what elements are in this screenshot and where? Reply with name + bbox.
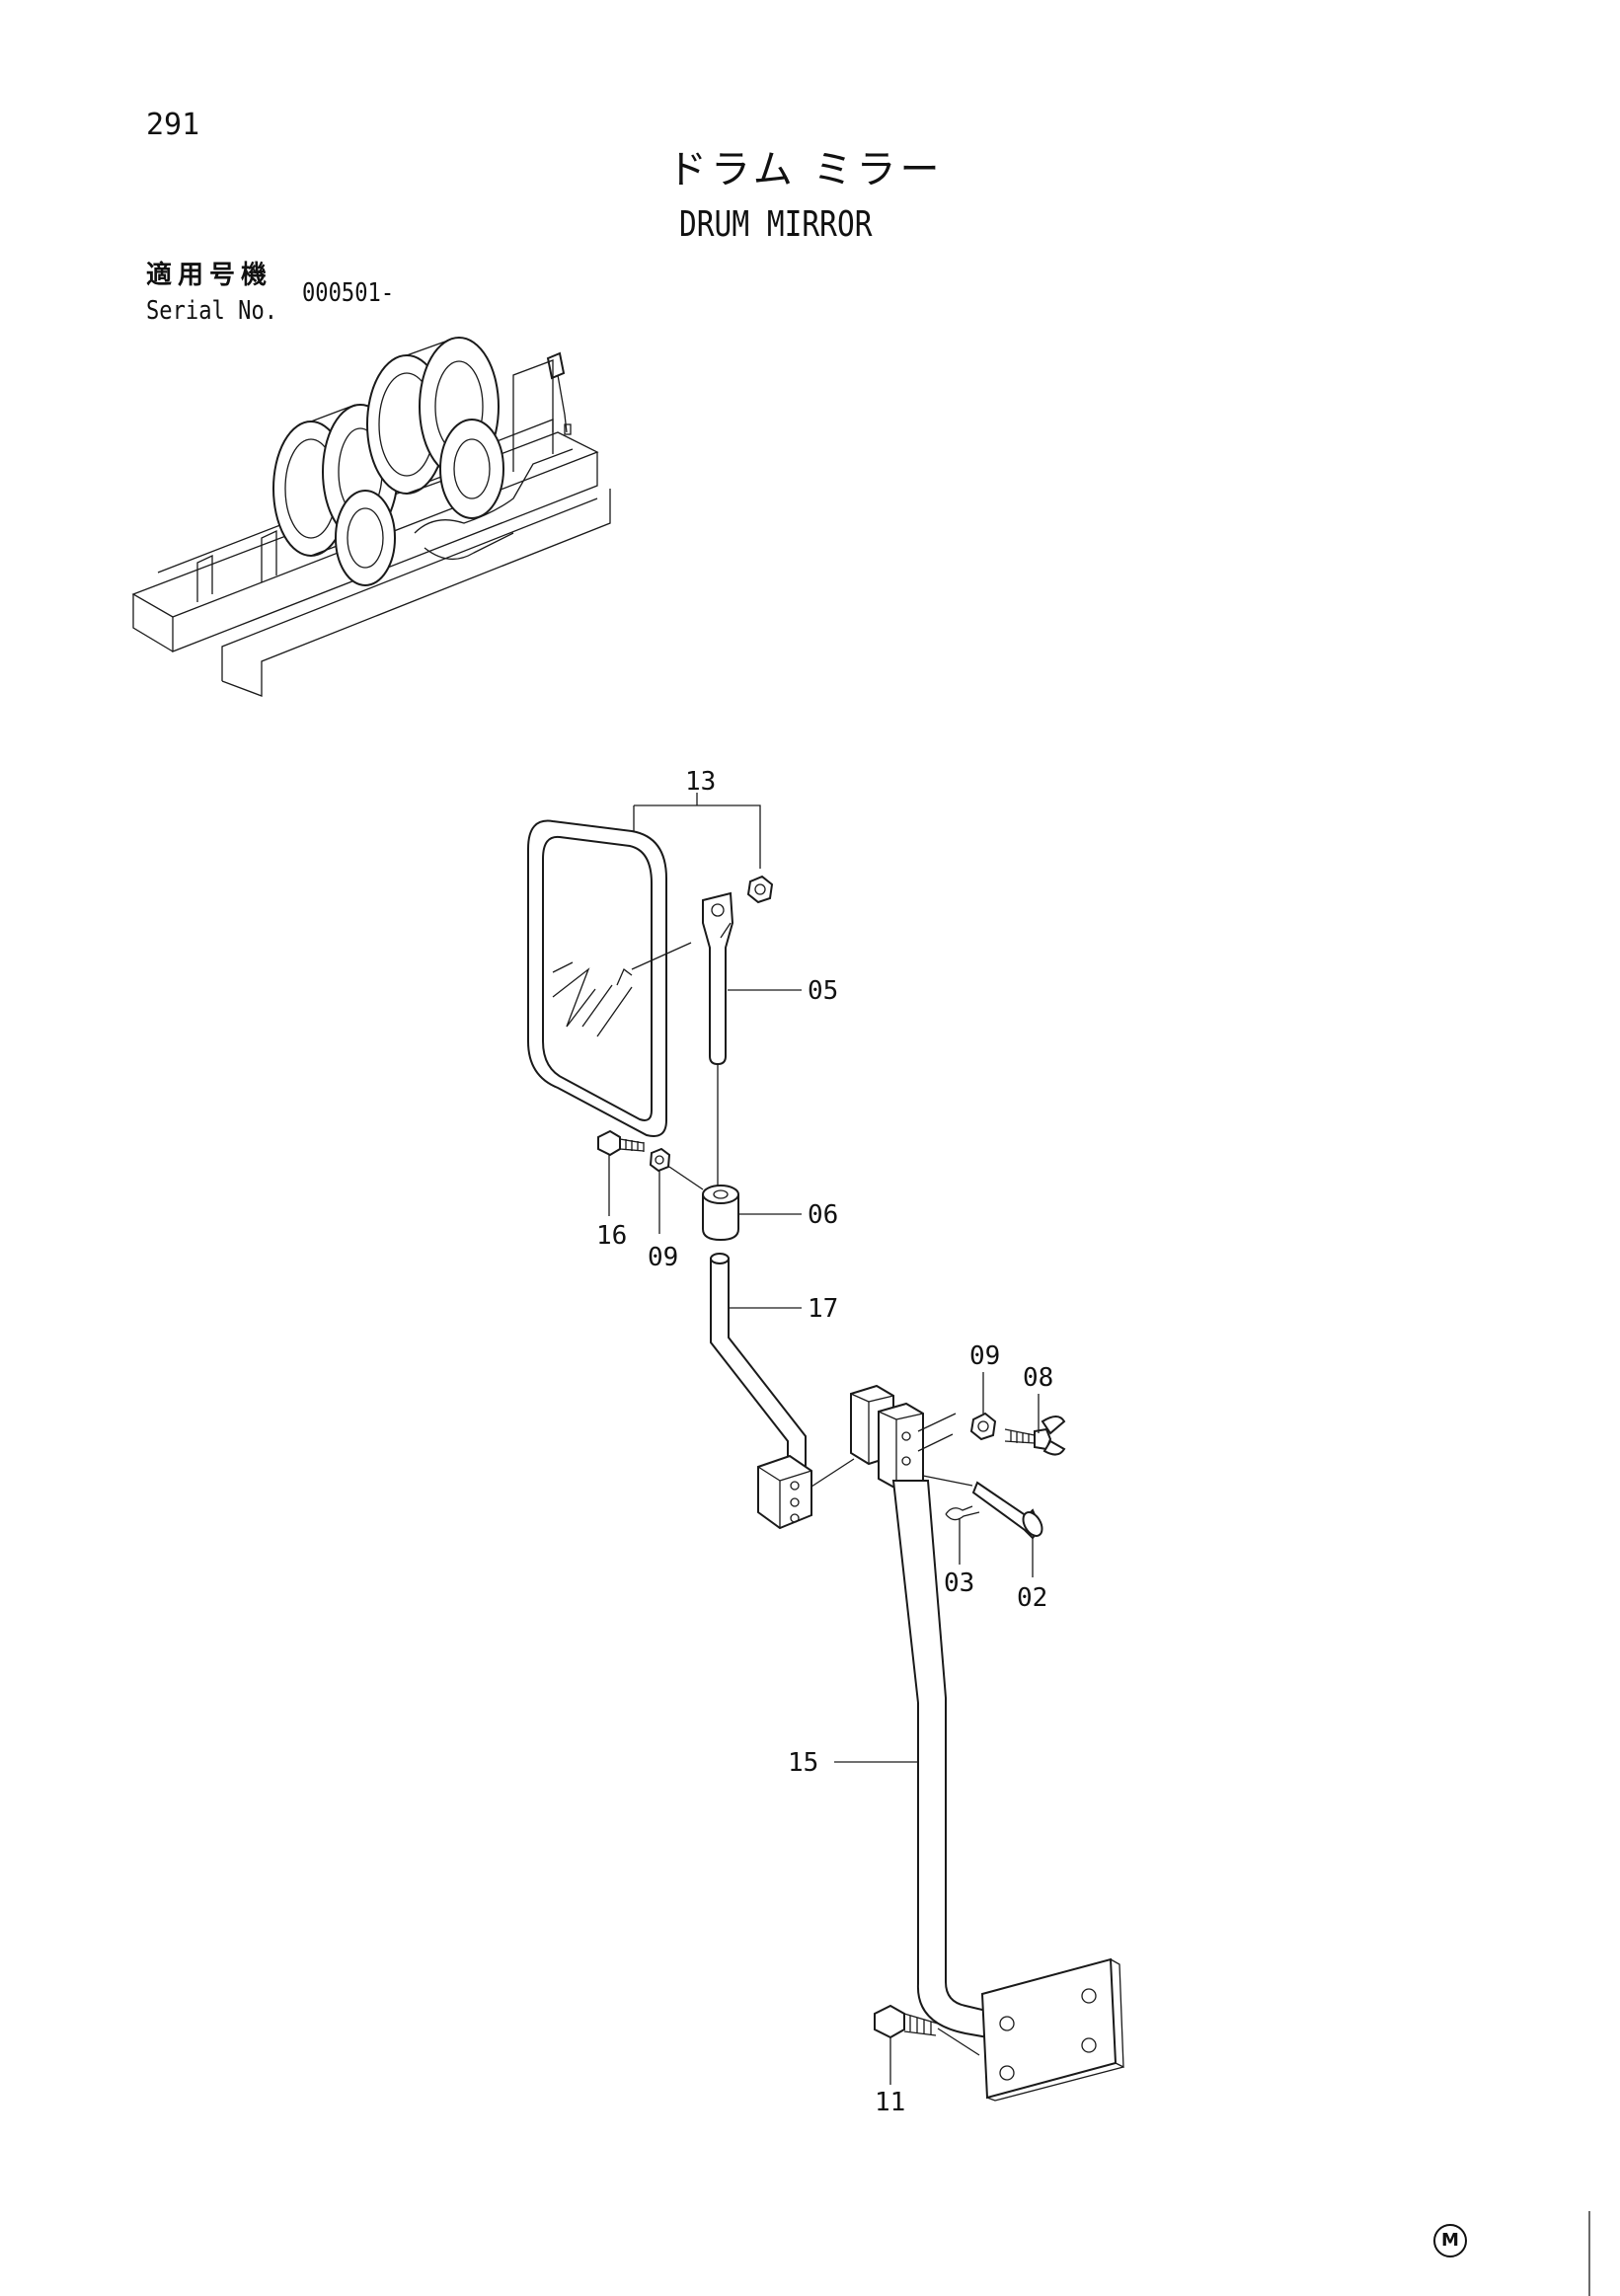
serial-label: Serial No. (146, 296, 278, 326)
bolt-11 (874, 2004, 939, 2039)
part-label-15: 15 (788, 1748, 818, 1778)
pipe-link-line (810, 1458, 855, 1488)
serial-value: 000501- (302, 278, 395, 308)
nut-09-upper (649, 1147, 671, 1173)
part-label-16: 16 (596, 1221, 627, 1251)
mirror-nut (746, 875, 774, 904)
collar-06 (702, 1185, 739, 1242)
wing-bolt-08 (1004, 1416, 1066, 1456)
part-label-05: 05 (808, 976, 838, 1006)
part-label-02: 02 (1017, 1583, 1047, 1613)
part-label-09-upper: 09 (648, 1243, 678, 1272)
stay-rod (702, 891, 734, 1066)
part-label-06: 06 (808, 1200, 838, 1230)
bolt-11-link-line (937, 2028, 980, 2056)
part-label-11: 11 (875, 2088, 905, 2117)
leader-lines (608, 989, 1040, 2085)
post-15 (891, 1480, 1000, 2041)
mirror-assembly (527, 819, 667, 1137)
bolt-16 (597, 1129, 645, 1157)
footer-mark: M (1433, 2224, 1467, 2258)
nut-link-line (668, 1166, 704, 1190)
page-number: 291 (146, 108, 200, 142)
mirror-link-line (631, 942, 692, 970)
nut-09-lower (969, 1412, 997, 1441)
page-title-japanese: ドラム ミラー (667, 147, 944, 192)
pin-link-line (922, 1475, 973, 1487)
serial-label-japanese: 適用号機 (146, 261, 273, 290)
base-plate (980, 1957, 1124, 2102)
page-title: DRUM MIRROR (679, 204, 873, 245)
pin-02 (971, 1481, 1043, 1540)
drum-locator-thumbnail (131, 337, 611, 697)
part-label-03: 03 (944, 1569, 974, 1598)
pipe-17 (710, 1253, 812, 1530)
part-label-17: 17 (808, 1294, 838, 1324)
bracket-plate (850, 1384, 957, 1491)
part-label-13: 13 (685, 767, 716, 797)
part-label-08: 08 (1023, 1363, 1053, 1393)
split-pin-03 (945, 1505, 980, 1521)
part-label-09-lower: 09 (969, 1341, 1000, 1371)
